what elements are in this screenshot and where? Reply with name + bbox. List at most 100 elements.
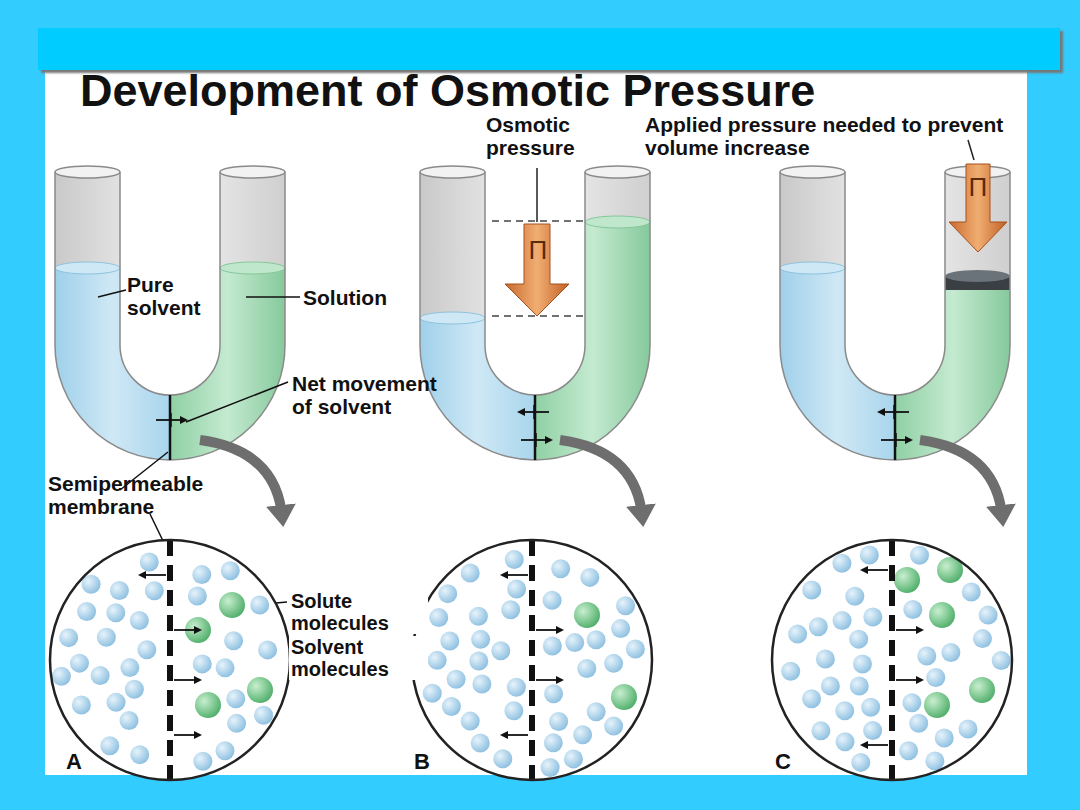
solvent-molecule [821, 676, 840, 695]
tube-rim [55, 166, 120, 178]
flow-tick [893, 405, 895, 419]
solvent-molecule [850, 677, 869, 696]
flow-arrow [536, 629, 562, 631]
solvent-molecule [193, 752, 212, 771]
zoom-ground [772, 540, 1012, 780]
solvent-molecule [863, 608, 882, 627]
solvent-molecule [926, 668, 945, 687]
solvent-molecule [461, 564, 480, 583]
solvent-molecule [52, 667, 71, 686]
part-label: Pure solvent [127, 273, 237, 319]
solvent-molecule [505, 550, 524, 569]
liquid-surface [780, 262, 845, 274]
solvent-molecule [469, 651, 488, 670]
zoom-circle [50, 540, 290, 780]
solvent-molecule [491, 641, 510, 660]
solvent-molecule [130, 611, 149, 630]
solvent-molecule [72, 696, 91, 715]
flow-arrow [174, 734, 200, 736]
solvent-molecule [611, 619, 630, 638]
solvent-molecule [145, 581, 164, 600]
header-bar [38, 28, 1060, 70]
solvent-molecule [587, 630, 606, 649]
solvent-molecule [816, 649, 835, 668]
solvent-molecule [910, 546, 929, 565]
membrane-dashes [889, 540, 895, 780]
panel-letter: C [775, 750, 791, 774]
solvent-molecule [564, 749, 583, 768]
part-label: Semipermeable membrane [48, 472, 238, 518]
flow-arrow [502, 574, 528, 576]
solvent-molecule [543, 636, 562, 655]
zoom-circle [772, 540, 1012, 780]
solvent-liquid [780, 268, 895, 460]
membrane-line [169, 395, 172, 460]
pressure-symbol: Π [527, 236, 549, 264]
flow-arrow [502, 734, 528, 736]
solvent-molecule [428, 651, 447, 670]
part-label: Solution [303, 286, 413, 309]
solution-liquid [895, 290, 1010, 460]
tube-outline [420, 172, 650, 460]
solvent-molecule [77, 602, 96, 621]
flow-tick [170, 413, 172, 427]
solvent-molecule [224, 631, 243, 650]
flow-arrow [862, 569, 888, 571]
solute-molecule [219, 592, 245, 618]
solvent-molecule [216, 658, 235, 677]
solvent-molecule [493, 749, 512, 768]
solvent-molecule [110, 581, 129, 600]
callout-label: Osmotic pressure [486, 113, 616, 159]
solvent-molecule [802, 580, 821, 599]
flow-arrow [896, 679, 922, 681]
flow-tick [533, 405, 535, 419]
solvent-molecule [549, 712, 568, 731]
solvent-molecule [925, 751, 944, 770]
solvent-molecule [541, 758, 560, 777]
zoom-outline [412, 540, 652, 780]
solvent-molecule [958, 719, 977, 738]
solvent-molecule [833, 611, 852, 630]
solvent-molecule [140, 552, 159, 571]
part-label: Net movement of solvent [292, 372, 442, 418]
tube-outline [55, 172, 285, 460]
solute-molecule [574, 602, 600, 628]
membrane-line [894, 395, 897, 460]
solvent-molecule [917, 647, 936, 666]
solvent-molecule [802, 689, 821, 708]
solute-molecule [611, 684, 637, 710]
solvent-liquid [420, 318, 535, 460]
solvent-molecule [849, 630, 868, 649]
tube-rim [780, 166, 845, 178]
flow-tick [535, 433, 537, 447]
solvent-molecule [471, 733, 490, 752]
tube-rim [420, 166, 485, 178]
solvent-molecule [853, 654, 872, 673]
solute-molecule [969, 677, 995, 703]
solvent-molecule [544, 684, 563, 703]
solvent-molecule [604, 717, 623, 736]
membrane-dashes [529, 540, 535, 780]
solvent-molecule [851, 753, 870, 772]
solvent-molecule [501, 600, 520, 619]
part-label: Solvent molecules [289, 636, 428, 680]
solvent-molecule [860, 545, 879, 564]
membrane-line [534, 395, 537, 460]
solvent-molecule [835, 701, 854, 720]
solvent-molecule [193, 654, 212, 673]
solvent-molecule [551, 559, 570, 578]
solvent-molecule [832, 554, 851, 573]
zoom-outline [50, 540, 290, 780]
solvent-molecule [903, 600, 922, 619]
solvent-molecule [188, 586, 207, 605]
solute-molecule [929, 602, 955, 628]
solvent-molecule [226, 689, 245, 708]
flow-tick [895, 433, 897, 447]
solvent-molecule [254, 706, 273, 725]
solute-molecule [247, 677, 273, 703]
zoom-ground [412, 540, 652, 780]
solvent-molecule [504, 701, 523, 720]
solvent-molecule [447, 670, 466, 689]
solvent-molecule [70, 654, 89, 673]
u-tube [55, 166, 285, 460]
